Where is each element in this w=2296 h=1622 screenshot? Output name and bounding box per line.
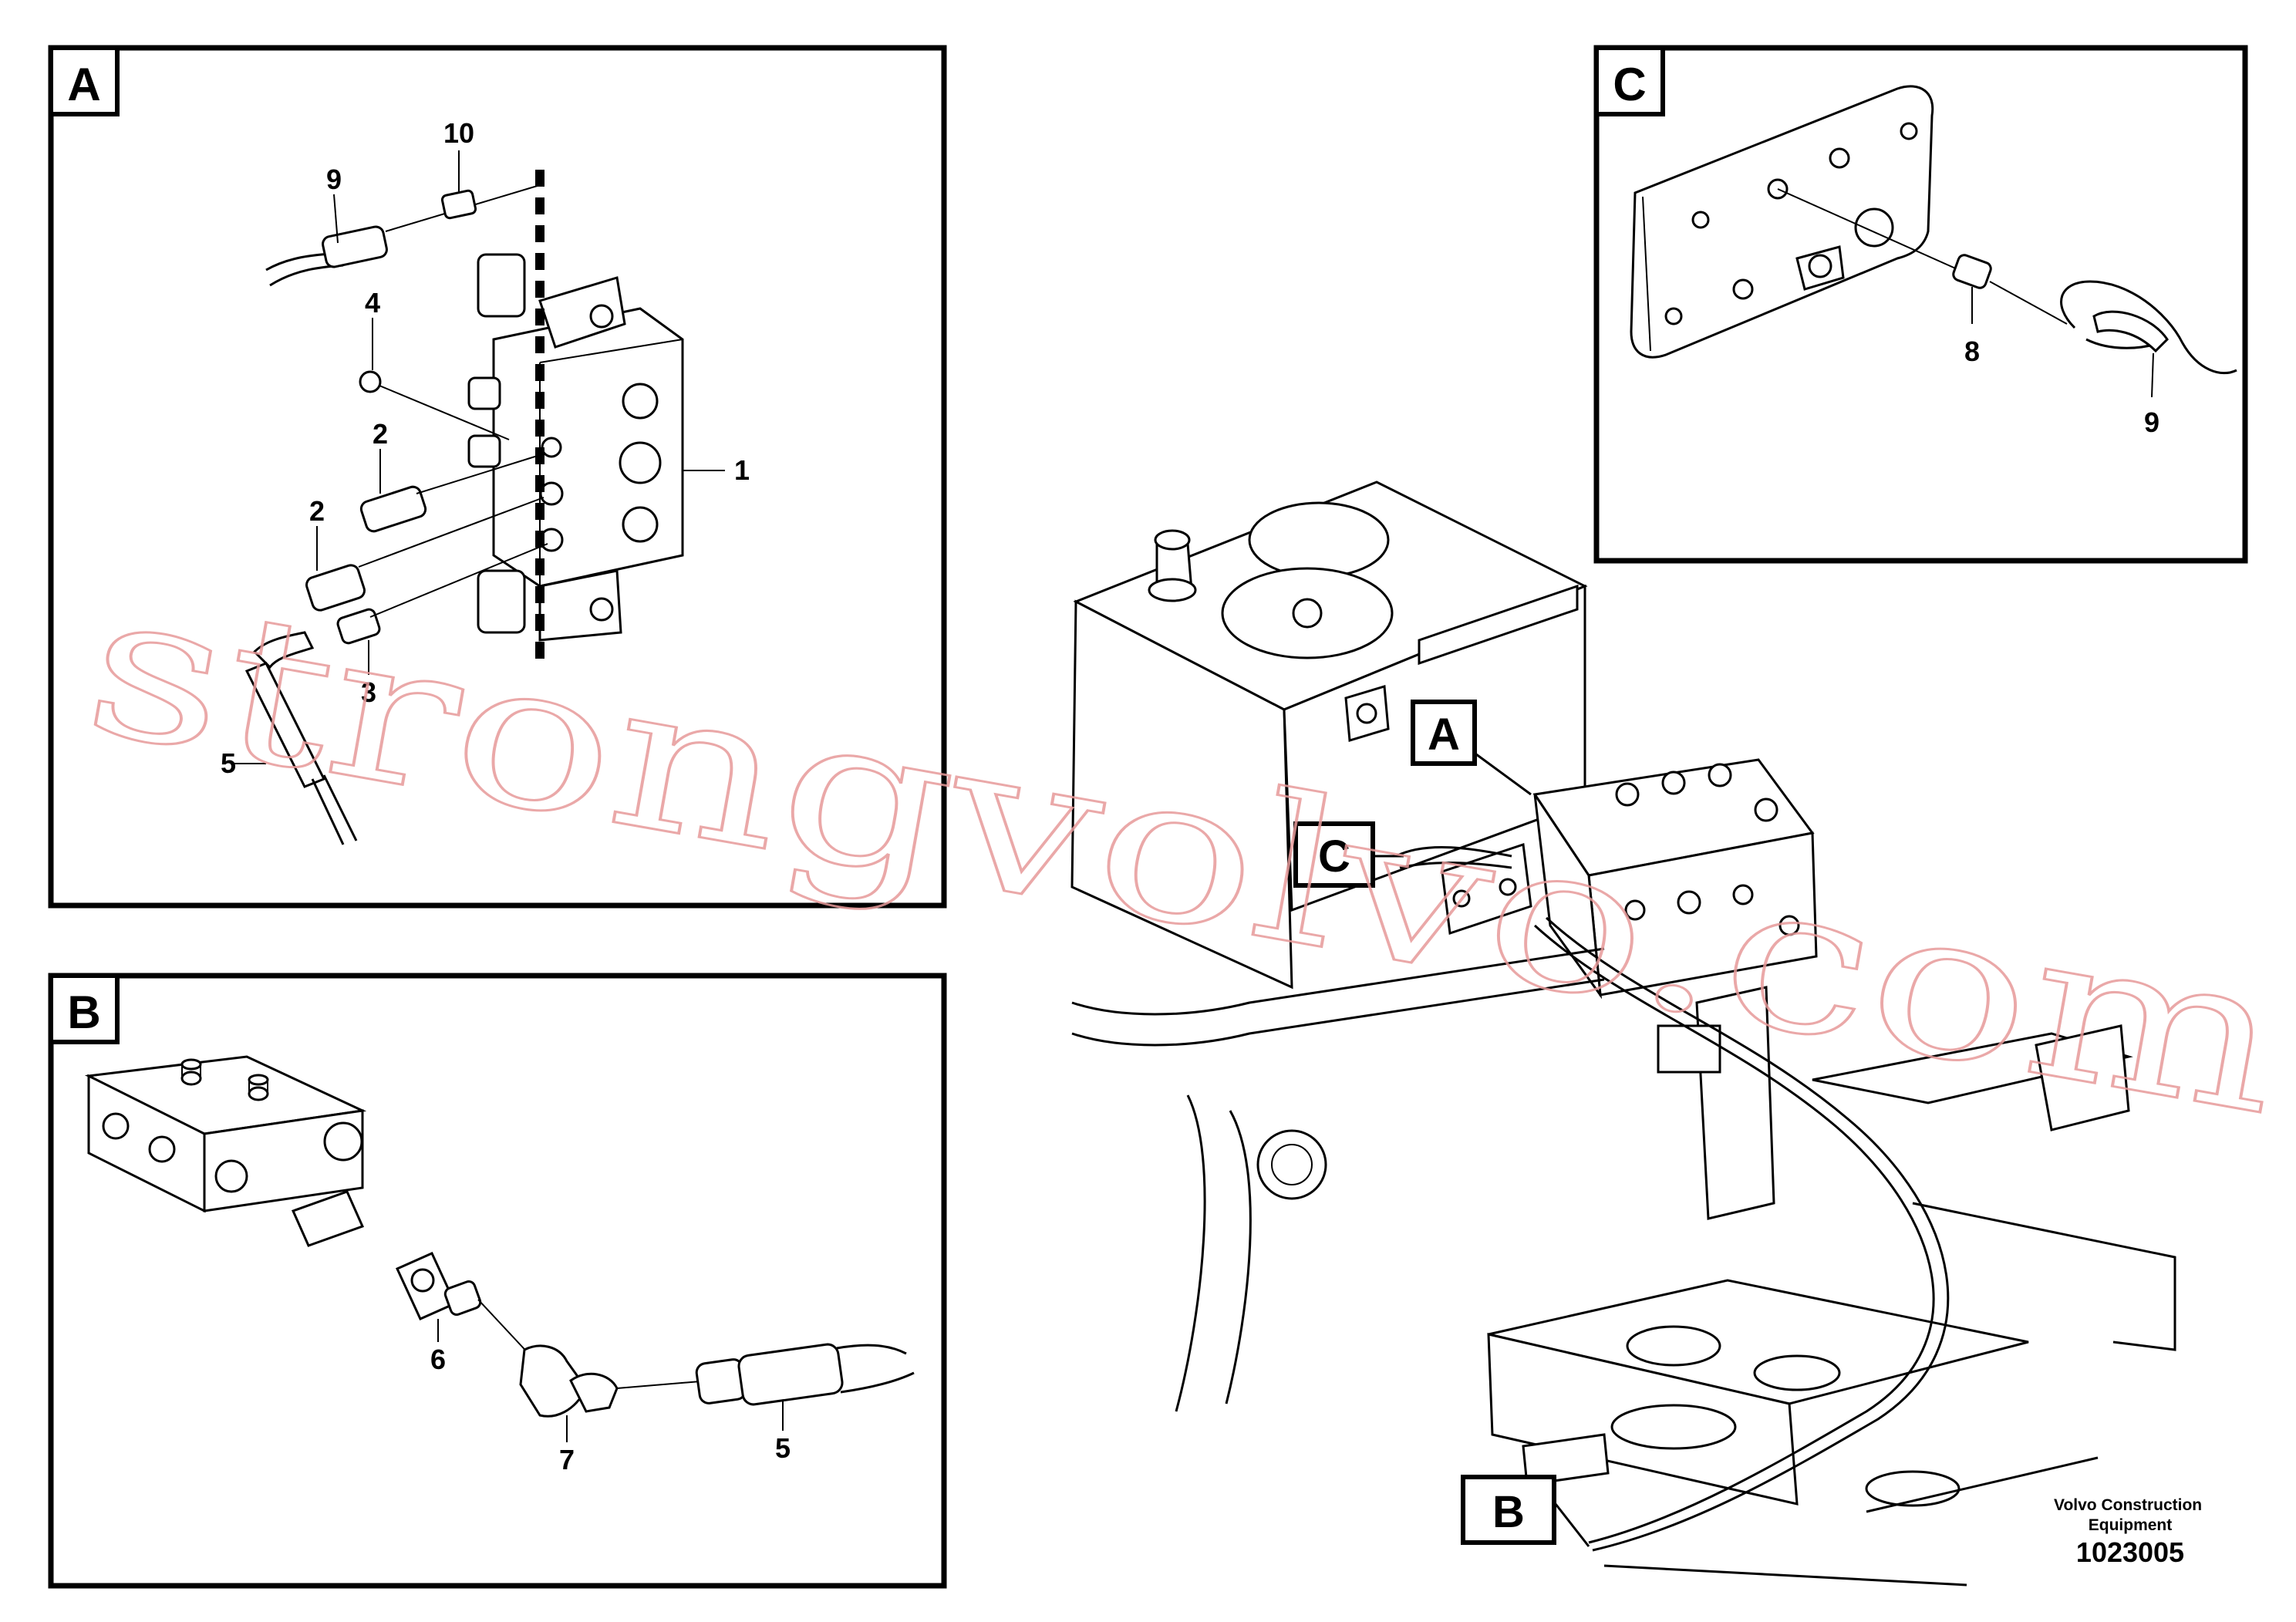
drawing-caption: Volvo Construction Equipment 1023005 <box>2054 1496 2207 1568</box>
callout-3: 3 <box>361 676 376 708</box>
maker-line-2: Equipment <box>2089 1516 2173 1534</box>
panel-b-frame <box>48 973 947 1589</box>
overview-tag-c-box <box>1293 821 1375 888</box>
panel-c-frame <box>1593 45 2248 564</box>
manifold-drawing <box>84 1055 367 1247</box>
valve-block-drawing <box>467 170 684 663</box>
callout-5-a: 5 <box>221 747 236 779</box>
callout-9: 9 <box>326 164 342 195</box>
callout-9-c: 9 <box>2144 406 2159 438</box>
overview-tag-b: B <box>1492 1487 1525 1537</box>
callout-8: 8 <box>1964 336 1980 367</box>
panel-b-tag: B <box>67 986 100 1038</box>
panel-a-frame <box>48 45 947 909</box>
callout-7: 7 <box>559 1444 575 1475</box>
callout-1: 1 <box>734 454 750 486</box>
overview-tag-a-box <box>1411 700 1477 766</box>
panel-b-tag-box <box>49 973 120 1044</box>
maker-line: Volvo Construction <box>2054 1496 2202 1514</box>
machine-overview-drawing <box>1070 481 2176 1587</box>
maker-label: Volvo Construction Equipment <box>2054 1496 2207 1534</box>
callout-4: 4 <box>365 287 380 319</box>
overview-tag-c: C <box>1318 831 1350 882</box>
overview-callouts: A C B <box>1293 700 1590 1547</box>
callout-5-b: 5 <box>775 1432 791 1464</box>
mounting-plate-drawing <box>1630 85 1934 359</box>
drawing-number: 1023005 <box>2076 1536 2184 1568</box>
overview-tag-a: A <box>1428 710 1460 760</box>
callout-2-upper: 2 <box>373 418 388 450</box>
detail-panel-b: B <box>48 973 947 1589</box>
panel-a-tag: A <box>67 59 100 110</box>
detail-panel-c: C 8 9 <box>1593 45 2248 564</box>
overview-tag-b-box <box>1461 1475 1556 1545</box>
callout-2-lower: 2 <box>309 495 325 527</box>
panel-c-tag: C <box>1613 59 1646 110</box>
detail-panel-a: A <box>48 45 947 909</box>
callout-10: 10 <box>443 117 474 149</box>
callout-6: 6 <box>430 1344 446 1375</box>
panel-a-tag-box <box>49 46 120 116</box>
panel-c-tag-box <box>1594 46 1665 116</box>
